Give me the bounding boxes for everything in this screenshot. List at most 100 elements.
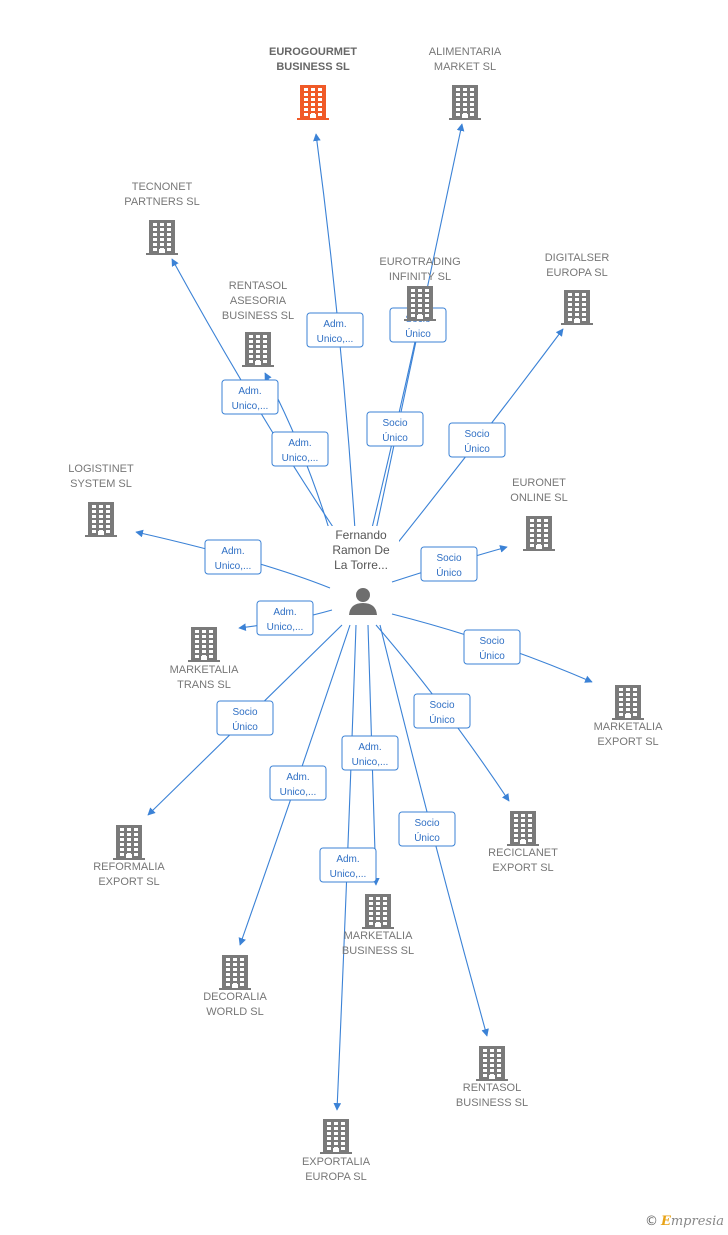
company-name-line: MARKETALIA [344, 930, 414, 942]
company-name-line: EXPORT SL [98, 876, 159, 888]
company-name-line: EXPORT SL [597, 736, 658, 748]
company-name-line: ASESORIA [230, 295, 287, 307]
nodes-layer: EUROGOURMET BUSINESS SL ALIMENTARIAMARKET … [68, 46, 663, 1183]
building-icon [523, 516, 555, 551]
person-name-line: La Torre... [334, 558, 388, 572]
company-node-eurogourmet[interactable]: EUROGOURMET BUSINESS SL [269, 46, 357, 120]
building-icon [85, 502, 117, 537]
company-name-line: PARTNERS SL [124, 196, 199, 208]
edge-label-text: Unico,... [267, 622, 304, 633]
edge-label-text: Socio [382, 418, 407, 429]
company-name-line: INFINITY SL [389, 271, 451, 283]
building-icon [320, 1119, 352, 1154]
company-name-line: BUSINESS SL [342, 945, 414, 957]
edge-label-text: Socio [479, 636, 504, 647]
edge-label-tecnonet[interactable]: Adm.Unico,... [221, 379, 279, 415]
company-name-line: EUROPA SL [305, 1171, 367, 1183]
company-name-line: BUSINESS SL [276, 61, 350, 73]
edge-label-eurogourmet[interactable]: Adm.Unico,... [306, 312, 364, 348]
edges-layer [135, 123, 593, 1111]
company-name-line: BUSINESS SL [222, 310, 294, 322]
building-icon [404, 286, 436, 321]
edge-label-text: Adm. [358, 742, 381, 753]
brand-initial: E [660, 1214, 671, 1229]
edge-label-marketalia-trans[interactable]: Adm.Unico,... [256, 600, 314, 636]
edge-label-text: Socio [232, 707, 257, 718]
company-name-line: LOGISTINET [68, 463, 134, 475]
center-label-backdrop [327, 526, 399, 572]
building-icon [297, 85, 329, 120]
company-name-line: EXPORTALIA [302, 1156, 371, 1168]
company-name-line: EXPORT SL [492, 862, 553, 874]
building-icon [449, 85, 481, 120]
edge-label-text: Único [232, 720, 258, 733]
building-icon [362, 894, 394, 929]
company-node-eurotrading[interactable]: EUROTRADING INFINITY SL [379, 256, 461, 321]
company-node-decoralia[interactable]: DECORALIA WORLD SL [203, 955, 267, 1018]
company-name-line: EUROPA SL [546, 267, 608, 279]
edge-label-text: Unico,... [352, 757, 389, 768]
company-name-line: ONLINE SL [510, 492, 567, 504]
edge-label-text: Adm. [288, 438, 311, 449]
edge-label-text: Único [479, 649, 505, 662]
edge-label-logistinet[interactable]: Adm.Unico,... [204, 539, 262, 575]
edge-label-text: Unico,... [215, 561, 252, 572]
company-node-digitalser[interactable]: DIGITALSER EUROPA SL [545, 252, 610, 325]
building-icon [507, 811, 539, 846]
company-node-tecnonet[interactable]: TECNONET PARTNERS SL [124, 181, 200, 255]
building-icon [146, 220, 178, 255]
edge-label-text: Adm. [238, 386, 261, 397]
company-node-exportalia[interactable]: EXPORTALIA EUROPA SL [302, 1119, 371, 1183]
person-name-line: Fernando [335, 528, 387, 542]
company-name-line: ALIMENTARIA [429, 46, 502, 58]
edge-label-text: Adm. [336, 854, 359, 865]
company-name-line: TRANS SL [177, 679, 231, 691]
person-name-line: Ramon De [332, 543, 390, 557]
edge-label-text: Único [414, 831, 440, 844]
company-name-line: BUSINESS SL [456, 1097, 528, 1109]
edge-label-marketalia-business[interactable]: Adm. Unico,... [341, 735, 399, 771]
building-icon [476, 1046, 508, 1081]
edge-label-rentasol-asesoria[interactable]: Adm.Unico,... [271, 431, 329, 467]
company-name-line: EUROTRADING [379, 256, 460, 268]
edge-label-text: Único [429, 713, 455, 726]
company-name-line: MARKETALIA [594, 721, 664, 733]
company-node-marketalia-trans[interactable]: MARKETALIA TRANS SL [170, 627, 240, 691]
edge-label-text: Unico,... [280, 787, 317, 798]
edge-label-exportalia[interactable]: Adm. Unico,... [319, 847, 377, 883]
edge-label-text: Socio [429, 700, 454, 711]
company-name-line: MARKETALIA [170, 664, 240, 676]
company-name-line: DIGITALSER [545, 252, 610, 264]
company-node-marketalia-business[interactable]: MARKETALIA BUSINESS SL [342, 894, 414, 957]
company-node-marketalia-export[interactable]: MARKETALIA EXPORT SL [594, 685, 664, 748]
copyright-symbol: © [644, 1214, 658, 1229]
edge-label-text: Único [464, 442, 490, 455]
brand-name: mpresia [670, 1214, 724, 1229]
company-name-line: TECNONET [132, 181, 193, 193]
company-name-line: DECORALIA [203, 991, 267, 1003]
empresia-watermark: ©Empresia [645, 1214, 724, 1229]
company-name-line: WORLD SL [206, 1006, 263, 1018]
edge-label-text: Unico,... [330, 869, 367, 880]
company-name-line: EUROGOURMET [269, 46, 357, 58]
building-icon [612, 685, 644, 720]
edge-label-decoralia[interactable]: Adm.Unico,... [269, 765, 327, 801]
building-icon [219, 955, 251, 990]
building-icon [113, 825, 145, 860]
